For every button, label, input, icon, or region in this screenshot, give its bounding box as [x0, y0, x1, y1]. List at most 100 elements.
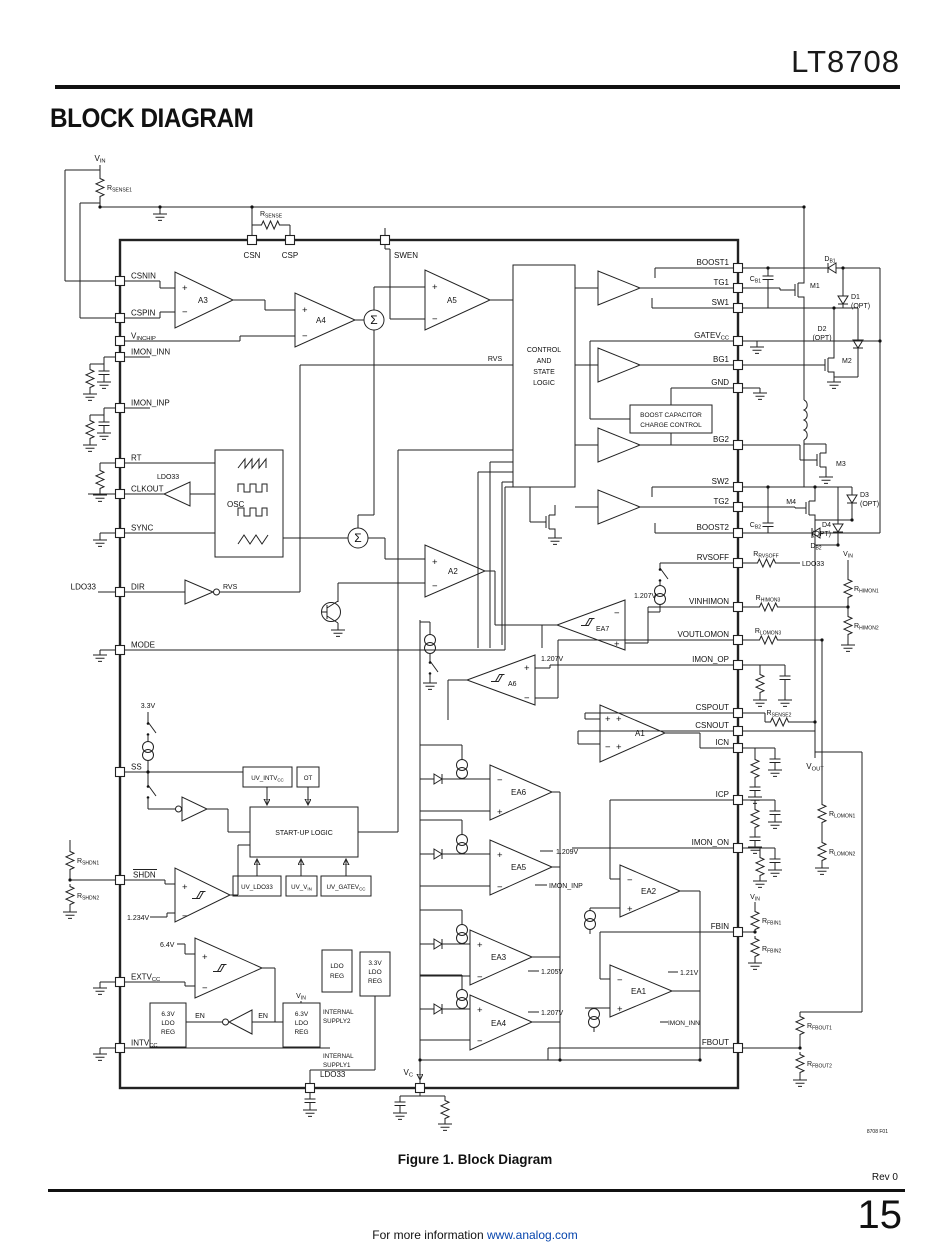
resistor-rlomon3 — [756, 635, 781, 645]
uv-vin-label: UV_VIN — [291, 884, 312, 892]
amp-name: A5 — [447, 296, 457, 305]
ground-symbols — [62, 213, 856, 1131]
fbout-pin-label: FBOUT — [702, 1038, 729, 1047]
sw2-pin-label: SW2 — [712, 477, 730, 486]
current-source-ea1 — [588, 1008, 600, 1028]
plus-input-label: + — [202, 952, 208, 963]
current-source-a6 — [424, 634, 436, 654]
capacitor-icn1 — [749, 782, 761, 795]
control-logic-label: LOGIC — [533, 380, 555, 387]
d3-opt-label: (OPT) — [860, 501, 879, 508]
minus-input-label: − — [497, 882, 503, 893]
minus-input-label: − — [497, 775, 503, 786]
ldo63a-label: 6.3V — [161, 1011, 175, 1018]
cb2-label: CB2 — [750, 522, 761, 531]
resistor-rfbin2 — [750, 935, 760, 960]
comparator-a6: + − A6 1.207V — [465, 654, 564, 706]
ref-voltage-label: 1.207V — [541, 656, 564, 663]
diode-d1 — [837, 291, 849, 309]
control-logic-label: CONTROL — [527, 347, 561, 354]
switch-ss1 — [146, 718, 157, 740]
pin-vc — [414, 1082, 426, 1094]
pin-bg2 — [732, 439, 744, 451]
m1-label: M1 — [810, 283, 820, 290]
en-b-label: EN — [258, 1013, 268, 1020]
wires-top-left — [64, 165, 804, 1054]
sw1-pin-label: SW1 — [712, 298, 730, 307]
plus-input-label: + — [497, 850, 503, 861]
rfbout2-label: RFBOUT2 — [807, 1061, 832, 1070]
amp-name: EA4 — [491, 1019, 507, 1028]
internal-supply1-label: SUPPLY1 — [323, 1062, 351, 1069]
startup-logic-block — [249, 806, 359, 858]
gate-driver-tg1 — [597, 270, 642, 306]
plus-input-label: + — [627, 904, 633, 915]
capacitor-icn2 — [769, 754, 781, 767]
internal-supply2-label: SUPPLY2 — [323, 1018, 351, 1025]
cspout-pin-label: CSPOUT — [696, 703, 729, 712]
current-source-ss — [142, 741, 154, 761]
plus-input-label: + — [614, 639, 620, 650]
pin-ldo33 — [304, 1082, 316, 1094]
ldo63b-label: LDO — [295, 1020, 308, 1027]
current-source-ea4 — [456, 989, 468, 1009]
oscillator-block — [214, 449, 284, 558]
pin-gnd — [732, 382, 744, 394]
current-source-ea6 — [456, 759, 468, 779]
pin-bg1 — [732, 359, 744, 371]
minus-input-label: − — [432, 314, 438, 325]
control-logic-label: STATE — [533, 369, 555, 376]
minus-input-label: − — [302, 331, 308, 342]
capacitor-icp1 — [749, 832, 761, 845]
boost1-pin-label: BOOST1 — [697, 258, 730, 267]
voutlomon-pin-label: VOUTLOMON — [677, 630, 729, 639]
error-amp-ea4: + − EA4 1.207V — [469, 994, 564, 1051]
rlomon3-label: RLOMON3 — [755, 628, 782, 637]
gate-driver-tg2 — [597, 489, 642, 525]
d1-label: D1 — [851, 294, 860, 301]
amp-a2: + − A2 — [424, 544, 487, 598]
m3-label: M3 — [836, 461, 846, 468]
boost-cap-charge-block — [629, 404, 713, 434]
vc-pin-label: VC — [404, 1068, 414, 1079]
ref-voltage-label: 1.205V — [541, 969, 564, 976]
wires — [64, 165, 881, 1124]
minus-input-label: − — [617, 975, 623, 986]
hysteresis-icon — [580, 618, 595, 626]
pin-tg1 — [732, 282, 744, 294]
d2-opt-label: (OPT) — [812, 335, 831, 342]
diode-ea5 — [429, 848, 447, 860]
diode-ea4 — [429, 1003, 447, 1015]
ref-signal-label: IMON_INN — [668, 1020, 700, 1027]
ldo-reg-block — [321, 949, 353, 993]
plus-input-label: + — [477, 940, 483, 951]
footer: For more information www.analog.com — [0, 1228, 950, 1242]
diode-d3 — [846, 490, 858, 508]
csnin-pin-label: CSNIN — [131, 272, 156, 281]
amplifiers: + − A3 + − A4 + − A5 Σ Σ — [162, 269, 700, 1051]
osc-waveform-square1 — [237, 483, 268, 493]
rfbin1-label: RFBIN1 — [762, 918, 782, 927]
intvcc-pin-label: INTVCC — [131, 1039, 158, 1050]
resistor-rshdn1 — [65, 848, 75, 873]
resistor-rsense — [258, 220, 283, 230]
pin-boost2 — [732, 527, 744, 539]
summing-node-2: Σ — [347, 527, 369, 549]
oscillator-label: OSC — [227, 500, 245, 509]
resistor-imon-inp — [85, 417, 95, 442]
current-source-ea3 — [456, 924, 468, 944]
gate-driver-bg1 — [597, 347, 642, 383]
rhimon1-label: RHIMON1 — [854, 586, 879, 595]
revision-label: Rev 0 — [871, 1172, 898, 1183]
footer-link[interactable]: www.analog.com — [486, 1228, 578, 1242]
comparator-extvcc: + − — [194, 937, 264, 999]
amp-name: EA7 — [596, 626, 609, 633]
minus-input-label: − — [477, 1036, 483, 1047]
mosfet-m4 — [800, 495, 816, 521]
ldo33-rvsoff-label: LDO33 — [802, 561, 824, 568]
mosfet-internal — [540, 509, 556, 535]
icp-pin-label: ICP — [716, 790, 729, 799]
pin-extvcc — [114, 976, 126, 988]
pin-cspout — [732, 707, 744, 719]
uv-ldo33-label: UV_LDO33 — [241, 884, 273, 891]
